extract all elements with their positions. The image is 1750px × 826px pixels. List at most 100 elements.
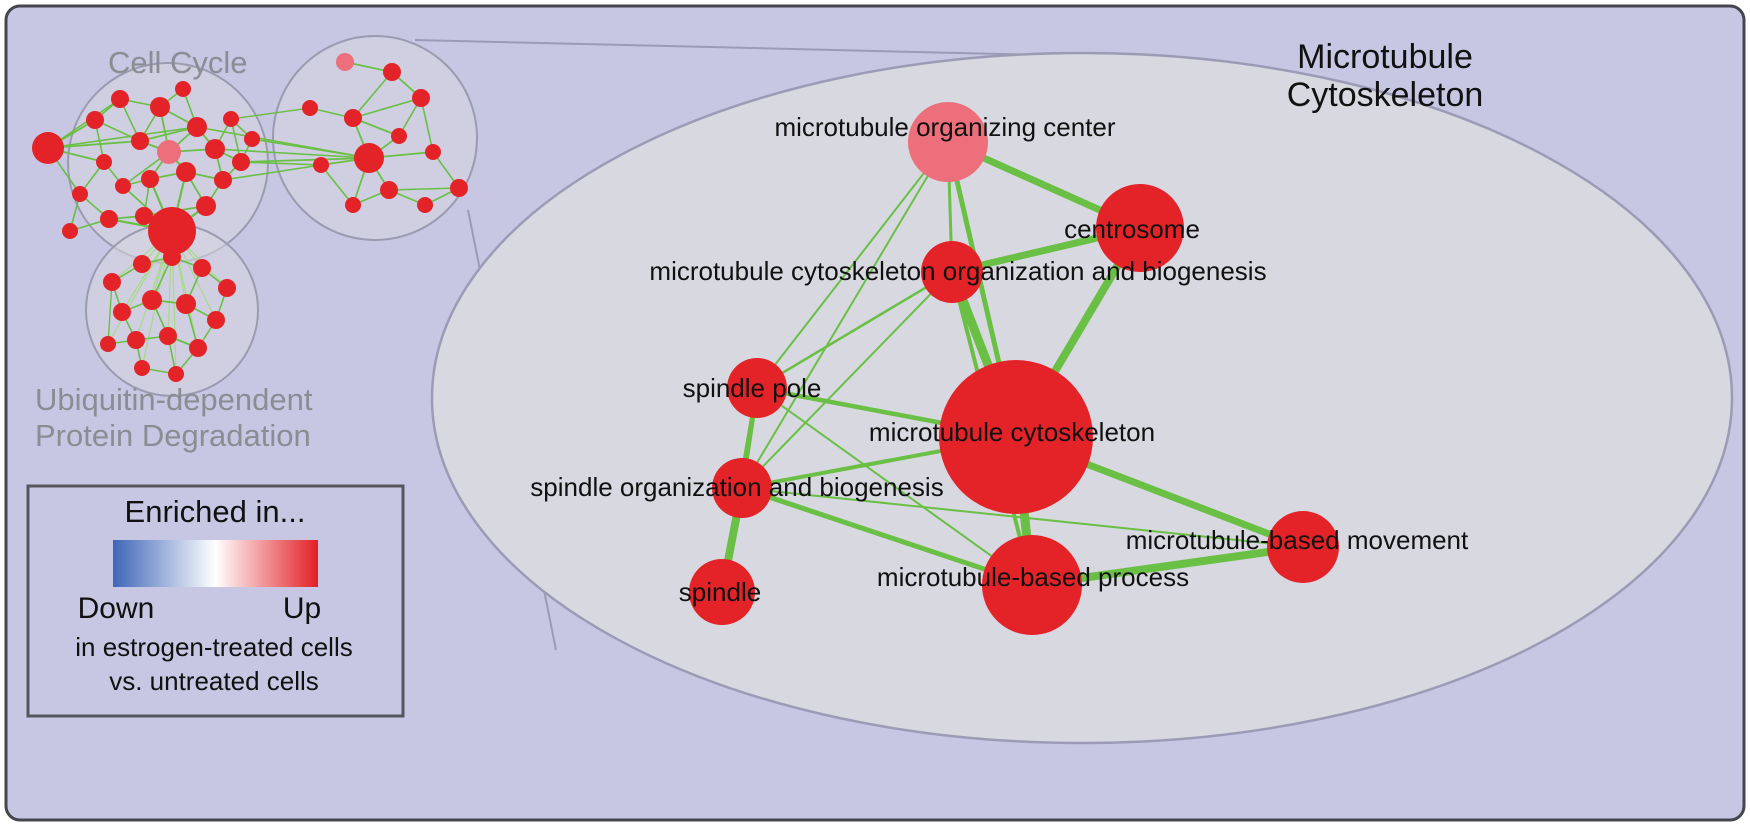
microtubule-cytoskeleton-node	[939, 360, 1093, 514]
network-node	[417, 197, 433, 213]
network-node	[205, 139, 225, 159]
network-edge	[741, 141, 949, 489]
network-node	[232, 153, 250, 171]
network-node	[425, 144, 441, 160]
network-edge	[739, 485, 1035, 588]
network-node	[159, 327, 177, 345]
microtubule-cytoskeleton-organization-and-biogenesis-node	[921, 241, 983, 303]
microtubule-organizing-center-node	[908, 102, 988, 182]
spindle-pole-label: spindle pole	[683, 373, 822, 403]
network-node	[86, 111, 104, 129]
centrosome-label: centrosome	[1064, 214, 1200, 244]
network-node	[244, 131, 260, 147]
network-node	[383, 63, 401, 81]
network-node	[189, 339, 207, 357]
network-node	[103, 273, 121, 291]
network-edge	[755, 270, 954, 390]
network-node	[223, 111, 239, 127]
microtubule-based-process-label: microtubule-based process	[877, 562, 1189, 592]
cell-cycle-label: Cell Cycle	[108, 45, 248, 80]
network-node	[336, 53, 354, 71]
network-node	[344, 109, 362, 127]
network-node	[313, 157, 329, 173]
network-edge	[420, 97, 434, 153]
network-node	[163, 248, 181, 266]
spindle-node	[689, 559, 755, 625]
network-edge	[47, 126, 198, 149]
legend-box	[26, 484, 405, 718]
network-edge	[107, 281, 113, 345]
network-node	[218, 279, 236, 297]
network-node	[302, 100, 318, 116]
network-node	[142, 290, 162, 310]
network-node	[157, 140, 181, 164]
legend-title: Enriched in...	[125, 494, 306, 529]
microtubule-title-line2: Cytoskeleton	[1287, 76, 1484, 114]
spindle-organization-and-biogenesis-node	[712, 458, 772, 518]
network-edge	[214, 148, 370, 159]
network-node	[175, 81, 191, 97]
network-node	[148, 207, 196, 255]
legend-up-label: Up	[283, 592, 321, 625]
network-node	[176, 162, 196, 182]
mini-network-nodes	[32, 53, 468, 382]
centrosome-node	[1096, 184, 1184, 272]
network-node	[193, 259, 211, 277]
microtubule-based-movement-node	[1267, 511, 1339, 583]
network-node	[113, 303, 131, 321]
network-edge	[741, 271, 953, 489]
network-node	[141, 170, 159, 188]
network-node	[176, 294, 196, 314]
ubiquitin-label-line2: Protein Degradation	[35, 418, 311, 453]
main-network-nodes	[689, 102, 1339, 635]
network-node	[100, 336, 116, 352]
network-node	[96, 154, 112, 170]
network-node	[134, 360, 150, 376]
network-edge	[352, 71, 393, 119]
legend-caption-line2: vs. untreated cells	[109, 666, 319, 696]
network-node	[131, 132, 149, 150]
network-node	[133, 255, 151, 273]
network-node	[391, 128, 407, 144]
network-node	[127, 331, 145, 349]
spindle-label: spindle	[679, 577, 761, 607]
network-edge	[756, 141, 949, 389]
network-edge	[320, 164, 354, 206]
network-edge	[240, 157, 370, 163]
spindle-pole-node	[727, 358, 787, 418]
cluster-circle	[272, 35, 478, 241]
network-node	[111, 90, 129, 108]
microtubule-cytoskeleton-organization-and-biogenesis-label: microtubule cytoskeleton organization an…	[649, 256, 1266, 286]
ubiquitin-label-line1: Ubiquitin-dependent	[35, 382, 313, 417]
microtubule-based-process-node	[982, 535, 1082, 635]
legend-down-label: Down	[78, 592, 155, 625]
network-edge	[741, 487, 1304, 548]
network-edge	[251, 138, 370, 159]
network-node	[150, 97, 170, 117]
legend-caption-line1: in estrogen-treated cells	[75, 632, 352, 662]
network-node	[345, 197, 361, 213]
microtubule-organizing-center-label: microtubule organizing center	[774, 112, 1115, 142]
network-node	[450, 179, 468, 197]
spindle-organization-and-biogenesis-label: spindle organization and biogenesis	[530, 472, 943, 502]
network-node	[380, 181, 398, 199]
network-node	[115, 178, 131, 194]
microtubule-cytoskeleton-label: microtubule cytoskeleton	[869, 417, 1155, 447]
network-node	[214, 171, 232, 189]
network-node	[168, 366, 184, 382]
enrichment-gradient-bar	[113, 540, 318, 587]
microtubule-based-movement-label: microtubule-based movement	[1126, 525, 1469, 555]
network-node	[196, 196, 216, 216]
network-node	[32, 132, 64, 164]
network-edge	[230, 107, 311, 120]
network-node	[100, 210, 118, 228]
network-edge	[388, 187, 460, 191]
network-node	[354, 143, 384, 173]
microtubule-title-line1: Microtubule	[1297, 38, 1473, 76]
main-network-labels: microtubule organizing center centrosome m…	[530, 112, 1469, 607]
network-edge	[352, 97, 422, 119]
network-edge	[756, 387, 1033, 586]
zoom-line	[414, 39, 1086, 57]
